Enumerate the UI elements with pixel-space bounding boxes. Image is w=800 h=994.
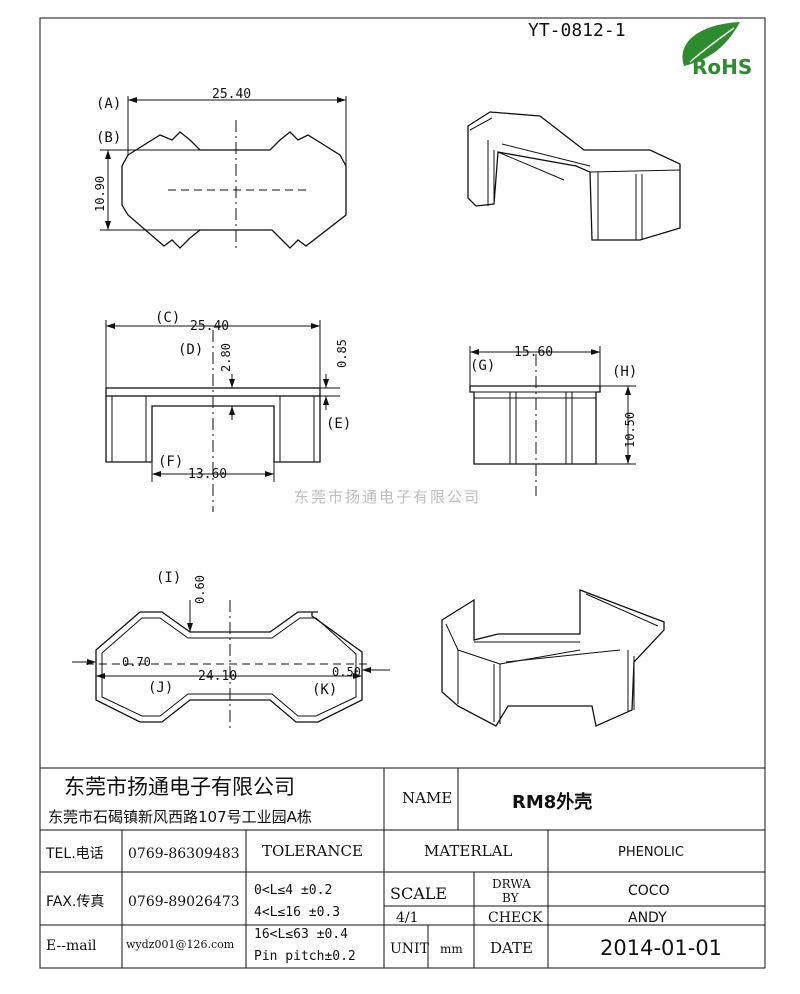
drawn-value: COCO: [628, 883, 670, 899]
tel-value: 0769-86309483: [128, 846, 240, 862]
dim-left-thickness: 0.70: [122, 655, 151, 669]
dim-i-label: (I): [156, 570, 181, 586]
dim-d-label: (D): [178, 342, 203, 358]
email-label: E--mail: [46, 938, 97, 954]
title-block: 东莞市扬通电子有限公司 东莞市石碣镇新风西路107号工业园A栋 RM8外壳 TE…: [39, 767, 766, 969]
front-view: (C) 25.40 (D) 2.80 (E) 0.85 (F) 13.60: [105, 310, 351, 512]
date-label: DATE: [490, 939, 533, 957]
dim-k-label: (K): [312, 682, 337, 698]
isometric-view-lower: [441, 589, 665, 727]
dim-a-value: 25.40: [212, 87, 251, 102]
tolerance-label: TOLERANCE: [262, 842, 363, 860]
dim-f-label: (F): [158, 454, 183, 470]
side-view: (G) 15.60 (H) 10.50: [469, 345, 637, 496]
dim-h-value: 10.50: [623, 412, 637, 448]
material-value: PHENOLIC: [618, 845, 684, 860]
dim-b-value: 10.90: [93, 176, 107, 212]
drawn-label-1: DRWA: [492, 877, 531, 891]
fax-value: 0769-89026473: [128, 894, 240, 910]
dim-h-label: (H): [612, 364, 637, 380]
company-name: 东莞市扬通电子有限公司: [64, 775, 295, 799]
outline-view: (I) 0.60 0.70 (J) 24.10 (K) 0.50: [72, 570, 390, 730]
scale-value: 4/1: [396, 910, 419, 926]
watermark: 东莞市扬通电子有限公司: [294, 488, 481, 506]
tolerance-line-3: 16<L≤63 ±0.4: [254, 927, 348, 942]
scale-label: SCALE: [390, 884, 447, 903]
unit-value: mm: [440, 942, 463, 956]
drawn-label-2: BY: [502, 891, 520, 905]
check-value: ANDY: [628, 910, 667, 926]
dim-b-label: (B): [96, 130, 121, 146]
dim-a-label: (A): [96, 96, 121, 112]
dim-f-value: 13.60: [188, 467, 227, 482]
tolerance-line-4: Pin pitch±0.2: [254, 949, 356, 964]
dim-j-value: 24.10: [198, 669, 237, 684]
check-label: CHECK: [488, 910, 543, 926]
fax-label: FAX.传真: [46, 894, 104, 910]
rohs-logo: RoHS: [682, 22, 752, 79]
top-view: (A) 25.40 (B) 10.90: [93, 87, 347, 250]
dim-g-value: 15.60: [514, 345, 553, 360]
name-label: NAME: [402, 789, 452, 807]
dim-d-value: 2.80: [219, 343, 233, 372]
rohs-text: RoHS: [692, 55, 752, 79]
dim-e-label: (E): [326, 416, 351, 432]
unit-label: UNIT: [390, 941, 430, 957]
dim-c-value: 25.40: [190, 319, 229, 334]
date-value: 2014-01-01: [600, 936, 722, 960]
company-address: 东莞市石碣镇新风西路107号工业园A栋: [48, 808, 312, 826]
dim-j-label: (J): [148, 680, 173, 696]
tel-label: TEL.电话: [45, 846, 104, 862]
email-value: wydz001@126.com: [126, 938, 235, 951]
tolerance-line-2: 4<L≤16 ±0.3: [254, 905, 340, 920]
isometric-view-upper: [467, 111, 681, 241]
dim-k-value: 0.50: [332, 665, 361, 679]
material-label: MATERLAL: [424, 842, 512, 860]
part-name: RM8外壳: [512, 791, 592, 813]
dim-g-label: (G): [470, 358, 495, 374]
top-view-outline: [121, 131, 347, 249]
dim-i-value: 0.60: [193, 575, 207, 604]
dim-e-value: 0.85: [335, 339, 349, 368]
drawing-number: YT-0812-1: [528, 20, 626, 41]
tolerance-line-1: 0<L≤4 ±0.2: [254, 883, 332, 898]
dim-c-label: (C): [155, 310, 180, 326]
